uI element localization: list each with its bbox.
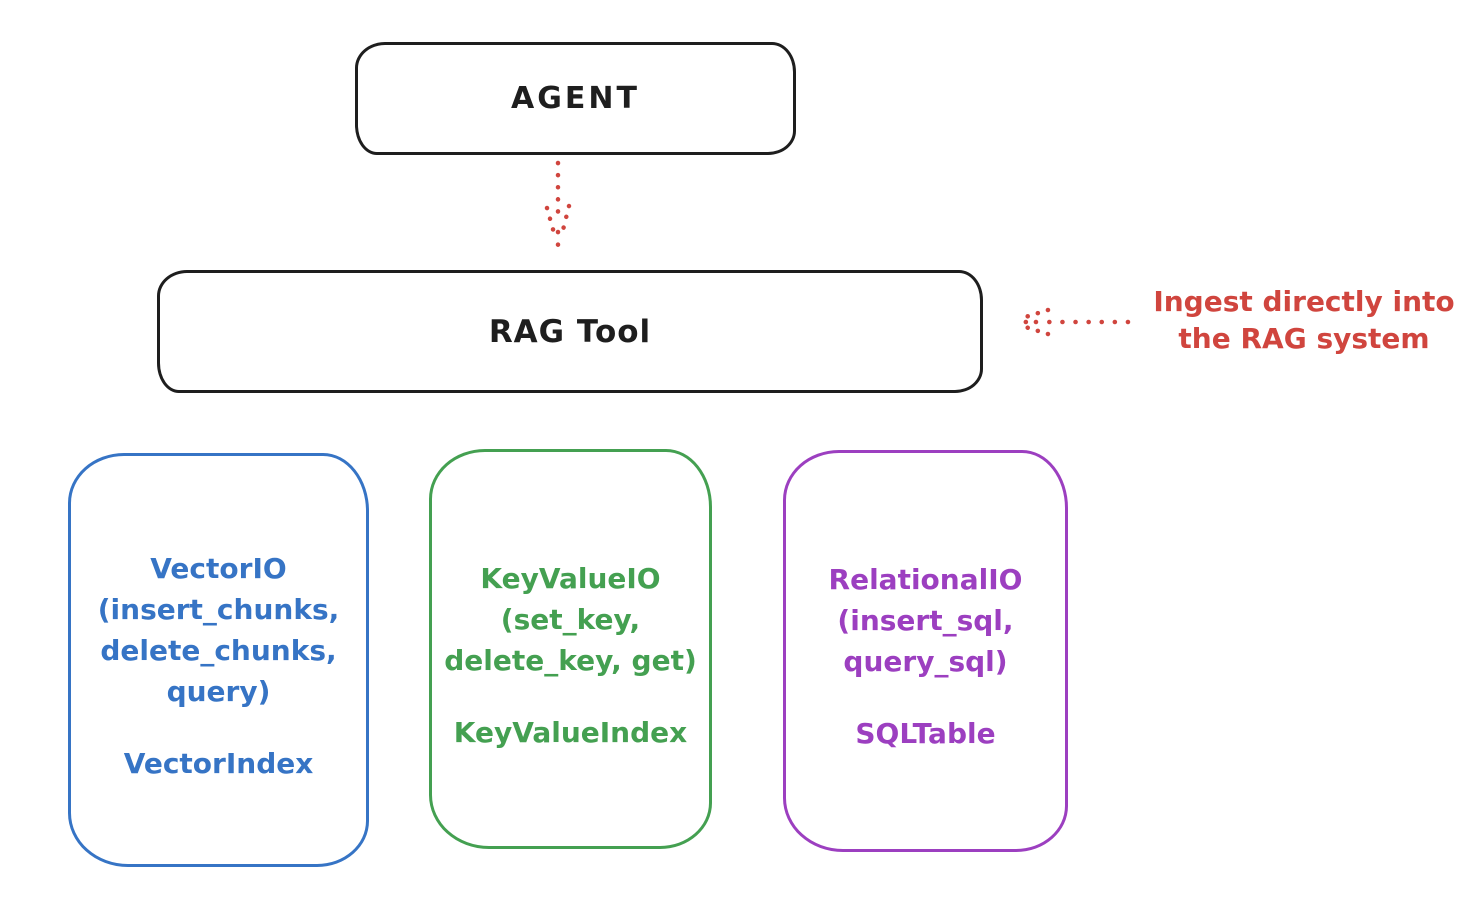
vector-index-label: VectorIndex — [123, 747, 314, 780]
relational-io-text: RelationalIO (insert_sql, query_sql) — [829, 559, 1023, 682]
sql-table-label: SQLTable — [855, 717, 996, 750]
relational-io-line: RelationalIO — [828, 563, 1023, 596]
ingest-annotation-arrow-icon — [1013, 307, 1131, 337]
agent-label: AGENT — [511, 81, 640, 116]
rag-tool-box: RAG Tool — [157, 270, 983, 393]
keyvalue-io-text: KeyValueIO (set_key, delete_key, get) — [444, 558, 697, 681]
vector-io-line: (insert_chunks, — [97, 593, 340, 626]
vector-io-line: delete_chunks, — [100, 634, 337, 667]
keyvalue-io-line: (set_key, — [500, 603, 641, 636]
relational-io-line: query_sql) — [843, 645, 1008, 678]
keyvalue-io-box: KeyValueIO (set_key, delete_key, get) Ke… — [429, 449, 712, 849]
relational-io-box: RelationalIO (insert_sql, query_sql) SQL… — [783, 450, 1068, 852]
relational-io-line: (insert_sql, — [837, 604, 1014, 637]
keyvalue-index-label: KeyValueIndex — [453, 716, 688, 749]
vector-io-box: VectorIO (insert_chunks, delete_chunks, … — [68, 453, 369, 867]
rag-tool-label: RAG Tool — [488, 313, 652, 350]
keyvalue-io-line: delete_key, get) — [444, 644, 697, 677]
ingest-annotation-line1: Ingest directly into — [1153, 285, 1455, 318]
vector-io-text: VectorIO (insert_chunks, delete_chunks, … — [98, 548, 340, 712]
ingest-annotation-line2: the RAG system — [1178, 322, 1430, 355]
agent-to-ragtool-arrow-icon — [544, 160, 572, 260]
keyvalue-io-line: KeyValueIO — [480, 562, 661, 595]
vector-io-line: query) — [166, 675, 271, 708]
agent-box: AGENT — [355, 42, 796, 155]
vector-io-line: VectorIO — [150, 552, 287, 585]
ingest-annotation: Ingest directly into the RAG system — [1130, 283, 1478, 357]
